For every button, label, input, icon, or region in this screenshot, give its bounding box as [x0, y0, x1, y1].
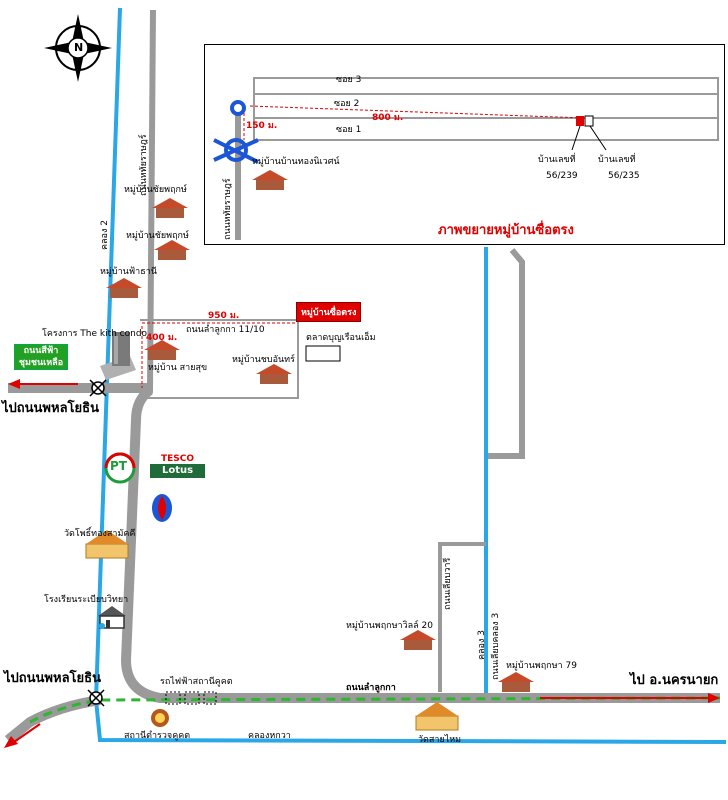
klong2-canal — [93, 7, 727, 744]
pt-label: PT — [110, 459, 127, 473]
house-icon — [400, 630, 436, 650]
road-right — [488, 248, 525, 459]
inset-soi1-label: ซอย 1 — [336, 125, 362, 135]
ptt-flame-icon — [152, 494, 172, 522]
junction-top — [89, 379, 107, 397]
house-icon — [252, 170, 288, 190]
to-nakhon-label: ไป อ.นครนายก — [630, 673, 719, 688]
school-icon — [98, 606, 126, 629]
klong3-label: คลอง 3 — [477, 630, 487, 660]
to-phahon-bottom: ไปถนนพหลโยธิน — [4, 671, 101, 686]
village-bua: หมู่บ้านชบอันทร์ — [232, 355, 295, 365]
inset-dist-800: 800 ม. — [372, 113, 404, 123]
house-b-number: 56/235 — [608, 171, 640, 181]
inset-village-thong: หมู่บ้านบ้านทองนิเวศน์ — [252, 157, 340, 167]
village-phuksa20: หมู่บ้านพฤกษาวิลล์ 20 — [346, 621, 433, 631]
dist-400: 400 ม. — [146, 333, 178, 343]
road-soi-label: ถนนเลียบวารี — [443, 557, 453, 610]
arrow-west-top — [8, 379, 78, 389]
inset-roads — [235, 77, 719, 240]
green-landmark-box: ถนนสีฟ้า ชุมชนเหลือ — [14, 344, 68, 370]
to-phahon-top: ไปถนนพหลโยธิน — [2, 401, 99, 416]
house-a-number: 56/239 — [546, 171, 578, 181]
compass-icon — [44, 14, 112, 82]
tesco-lotus-logo: TESCO Lotus — [150, 454, 205, 478]
soi-label: ถนนลำลูกกา 11/10 — [186, 325, 265, 335]
wat-saimai-label: วัดสายไหม — [418, 735, 462, 745]
inset-frame — [204, 44, 725, 245]
house-b-label: บ้านเลขที่ — [598, 155, 636, 165]
rail-line — [29, 696, 721, 724]
village-block — [140, 319, 299, 399]
inset-soi3-label: ซอย 3 — [336, 75, 362, 85]
house-icon — [144, 340, 180, 360]
condo-building-icon — [100, 332, 136, 380]
inset-road-vertical: ถนนหทัยราษฎร์ — [223, 178, 233, 240]
klong2-label: คลอง 2 — [100, 220, 110, 250]
rail-station-boxes — [165, 691, 217, 705]
road-soi-lower — [438, 542, 486, 692]
main-road-south — [120, 385, 720, 703]
village-sasuk: หมู่บ้าน สายสุข — [148, 363, 208, 373]
police-label: สถานีตำรวจคูคต — [124, 731, 191, 741]
rail-station-label: รถไฟฟ้าสถานีคูคต — [160, 677, 233, 687]
compass-north-letter: N — [74, 41, 84, 54]
road-klong3-label: ถนนเลียบคลอง 3 — [491, 612, 501, 680]
wat-phut-label: วัดโพธิ์ทองสามัคคี — [64, 529, 136, 539]
market-label: ตลาดบุญเรือนเอ็ม — [306, 333, 376, 343]
house-icon — [154, 240, 190, 260]
road-lamlukka-label: ถนนลำลูกกา — [346, 683, 396, 693]
market-box — [305, 345, 341, 362]
klong-bottom-label: คลองหกวา — [248, 731, 291, 741]
temple-icon — [85, 530, 129, 559]
inset-soi2-label: ซอย 2 — [334, 99, 360, 109]
inset-caption: ภาพขยายหมู่บ้านซื่อตรง — [438, 223, 574, 238]
inset-circle-top — [230, 100, 246, 116]
tesco-text: TESCO — [150, 454, 205, 464]
inset-interchange — [213, 138, 259, 164]
pt-logo-icon — [104, 452, 136, 484]
arrow-east — [540, 693, 720, 703]
village-chaiyaphruek-2: หมู่บ้านชัยพฤกษ์ — [126, 231, 189, 241]
lotus-text: Lotus — [150, 464, 205, 478]
house-icon — [106, 278, 142, 298]
dist-950: 950 ม. — [208, 311, 240, 321]
house-icon — [152, 198, 188, 218]
arrow-southwest — [4, 723, 41, 748]
village-phuksa79: หมู่บ้านพฤกษา 79 — [506, 661, 577, 671]
village-chaiyaphruek-1: หมู่บ้านชัยพฤกษ์ — [124, 185, 187, 195]
junction-bottom — [87, 689, 105, 707]
temple-saimai-icon — [415, 702, 459, 731]
police-station-icon — [151, 709, 169, 727]
house-icon — [256, 364, 292, 384]
inset-dist-150: 150 ม. — [246, 121, 278, 131]
village-fa-thani: หมู่บ้านฟ้าธานี — [100, 267, 157, 277]
school-label: โรงเรียนระเบียบวิทยา — [44, 595, 129, 605]
house-icon — [498, 672, 534, 692]
destination-badge: หมู่บ้านซื่อตรง — [296, 302, 362, 322]
road-bottom-left — [4, 695, 101, 744]
condo-label: โครงการ The kith condo — [42, 329, 148, 339]
house-a-label: บ้านเลขที่ — [538, 155, 576, 165]
